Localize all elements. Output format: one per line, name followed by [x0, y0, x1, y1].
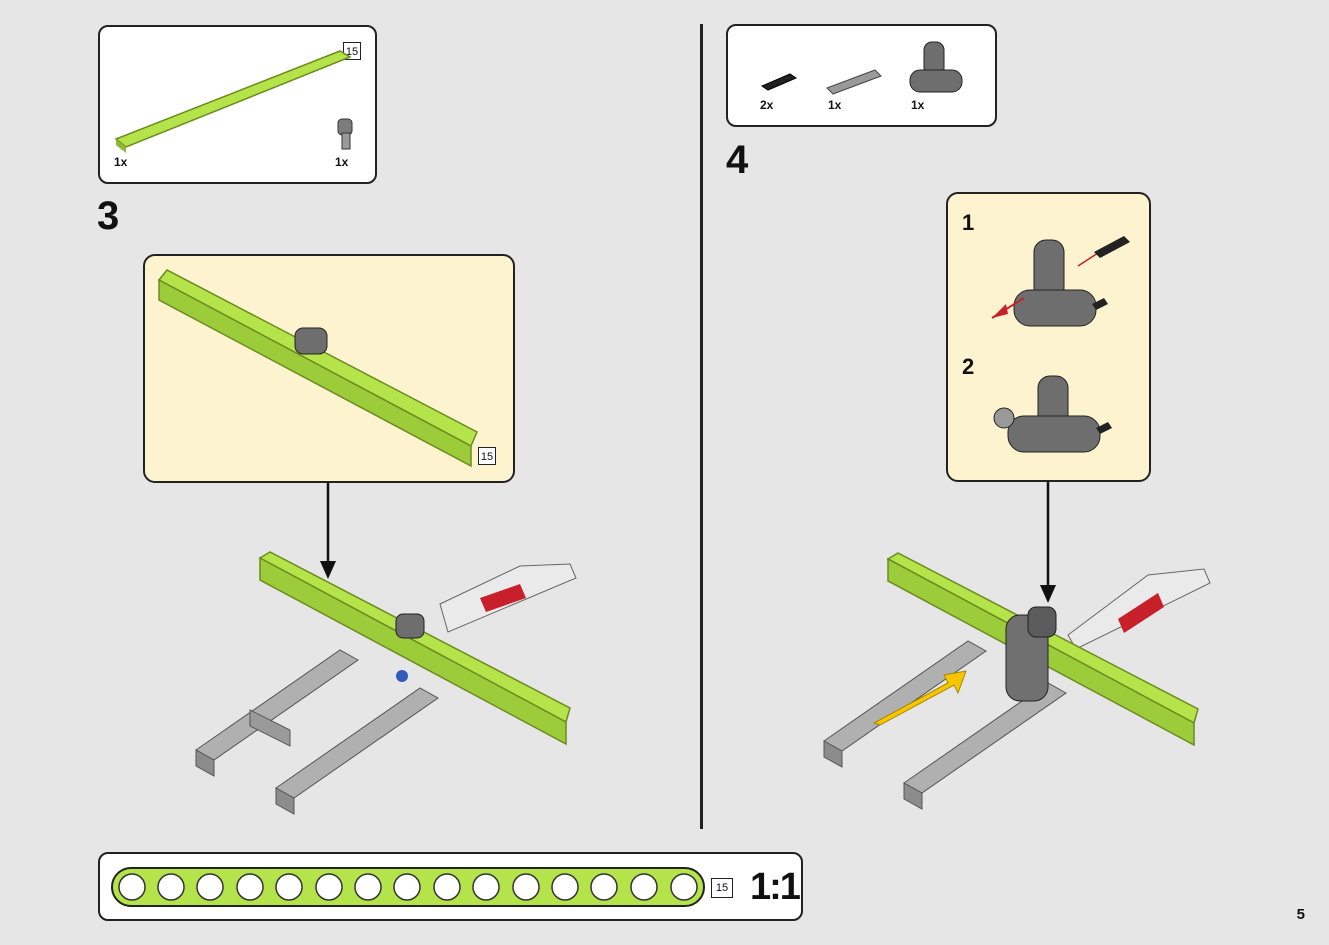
part-qty: 1x: [828, 98, 842, 112]
step3-arrow: [320, 483, 336, 579]
grey-axle-pin-icon: [826, 69, 882, 95]
page-number: 5: [1296, 906, 1305, 923]
scale-label: 1:1: [750, 866, 801, 908]
part-qty: 1x: [911, 98, 925, 112]
step4-parts-box: 2x 1x 1x: [726, 24, 997, 127]
black-pin-icon: [760, 73, 798, 91]
beam-length-ruler: 15 1:1: [98, 852, 803, 921]
substep2-illustration: [993, 375, 1112, 453]
step-number: 4: [726, 138, 749, 182]
step3-parts-box: 15 1x 1x: [98, 25, 377, 184]
part-length-badge: 15: [478, 447, 496, 465]
step4-arrow: [1040, 482, 1056, 603]
grey-t-beam-icon: [909, 41, 963, 93]
step-number: 3: [97, 194, 120, 238]
step3-assembly-model: [195, 551, 577, 815]
part-qty: 1x: [335, 155, 349, 169]
lime-beam-callout: [157, 269, 478, 468]
substep-number: 2: [962, 354, 975, 379]
step4-assembly-model: [823, 552, 1211, 810]
step4-callout: 1 2: [946, 192, 1151, 482]
lime-beam-icon: [114, 50, 352, 153]
substep-number: 1: [962, 210, 975, 235]
part-qty: 1x: [114, 155, 128, 169]
part-qty: 2x: [760, 98, 774, 112]
page-divider: [700, 24, 703, 829]
grey-connector-icon: [337, 118, 353, 150]
substep1-illustration: [991, 236, 1130, 327]
ruler-beam: [111, 867, 705, 907]
ruler-length-badge: 15: [711, 878, 733, 898]
step3-callout: 15: [143, 254, 515, 483]
